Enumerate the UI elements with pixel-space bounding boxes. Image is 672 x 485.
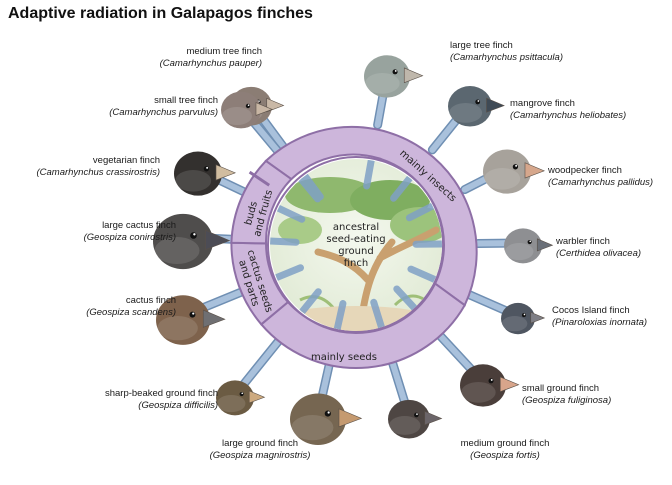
finch-scientific-name: (Pinaroloxias inornata) bbox=[552, 317, 647, 329]
spoke-fill bbox=[468, 294, 507, 311]
finch-label: vegetarian finch(Camarhynchus crassirost… bbox=[20, 155, 160, 179]
finch-label: medium tree finch(Camarhynchus pauper) bbox=[122, 46, 262, 70]
finch-scientific-name: (Camarhynchus parvulus) bbox=[78, 107, 218, 119]
center-line-1: ancestral bbox=[333, 222, 379, 233]
spoke-fill bbox=[243, 340, 279, 385]
finch-label: Cocos Island finch(Pinaroloxias inornata… bbox=[552, 305, 647, 329]
finch-head-icon bbox=[216, 380, 264, 415]
finch-scientific-name: (Geospiza scandens) bbox=[36, 307, 176, 319]
finch-common-name: small ground finch bbox=[522, 383, 611, 395]
finch-head-icon bbox=[174, 152, 235, 196]
finch-label: woodpecker finch(Camarhynchus pallidus) bbox=[548, 165, 653, 189]
finch-common-name: mangrove finch bbox=[510, 98, 626, 110]
finch-common-name: sharp-beaked ground finch bbox=[78, 388, 218, 400]
finch-label: large ground finch(Geospiza magnirostris… bbox=[185, 438, 335, 462]
finch-label: small tree finch(Camarhynchus parvulus) bbox=[78, 95, 218, 119]
finch-common-name: large tree finch bbox=[450, 40, 563, 52]
finch-label: large cactus finch(Geospiza conirostris) bbox=[36, 220, 176, 244]
finch-common-name: vegetarian finch bbox=[20, 155, 160, 167]
page-title: Adaptive radiation in Galapagos finches bbox=[8, 5, 313, 23]
finch-label: warbler finch(Certhidea olivacea) bbox=[556, 236, 641, 260]
finch-common-name: large ground finch bbox=[185, 438, 335, 450]
finch-scientific-name: (Camarhynchus pallidus) bbox=[548, 177, 653, 189]
center-line-3: ground bbox=[338, 246, 373, 257]
finch-label: medium ground finch(Geospiza fortis) bbox=[430, 438, 580, 462]
finch-common-name: medium tree finch bbox=[122, 46, 262, 58]
finch-scientific-name: (Camarhynchus pauper) bbox=[122, 58, 262, 70]
finch-common-name: cactus finch bbox=[36, 295, 176, 307]
finch-common-name: large cactus finch bbox=[36, 220, 176, 232]
ring-label-seeds: mainly seeds bbox=[311, 352, 377, 363]
center-line-4: finch bbox=[344, 258, 368, 269]
finch-common-name: woodpecker finch bbox=[548, 165, 653, 177]
finch-scientific-name: (Geospiza fuliginosa) bbox=[522, 395, 611, 407]
finch-common-name: warbler finch bbox=[556, 236, 641, 248]
finch-scientific-name: (Geospiza magnirostris) bbox=[185, 450, 335, 462]
finch-head-icon bbox=[448, 86, 504, 126]
spoke-fill bbox=[439, 334, 472, 370]
finch-scientific-name: (Geospiza fortis) bbox=[430, 450, 580, 462]
finch-common-name: Cocos Island finch bbox=[552, 305, 647, 317]
spoke-fill bbox=[322, 364, 329, 396]
finch-scientific-name: (Geospiza difficilis) bbox=[78, 400, 218, 412]
finch-scientific-name: (Camarhynchus crassirostris) bbox=[20, 167, 160, 179]
center-line-2: seed-eating bbox=[326, 234, 385, 245]
finch-common-name: medium ground finch bbox=[430, 438, 580, 450]
finch-common-name: small tree finch bbox=[78, 95, 218, 107]
finch-head-icon bbox=[460, 364, 519, 406]
finch-label: small ground finch(Geospiza fuliginosa) bbox=[522, 383, 611, 407]
finch-label: sharp-beaked ground finch(Geospiza diffi… bbox=[78, 388, 218, 412]
finch-head-icon bbox=[504, 228, 552, 263]
finch-scientific-name: (Camarhynchus heliobates) bbox=[510, 110, 626, 122]
finch-head-icon bbox=[483, 150, 544, 194]
finch-label: mangrove finch(Camarhynchus heliobates) bbox=[510, 98, 626, 122]
finch-head-icon bbox=[364, 55, 423, 97]
finch-scientific-name: (Geospiza conirostris) bbox=[36, 232, 176, 244]
finch-scientific-name: (Certhidea olivacea) bbox=[556, 248, 641, 260]
spoke-fill bbox=[200, 291, 243, 309]
finch-label: cactus finch(Geospiza scandens) bbox=[36, 295, 176, 319]
finch-head-icon bbox=[501, 303, 544, 334]
finch-head-icon bbox=[388, 400, 442, 439]
finch-scientific-name: (Camarhynchus psittacula) bbox=[450, 52, 563, 64]
finch-label: large tree finch(Camarhynchus psittacula… bbox=[450, 40, 563, 64]
